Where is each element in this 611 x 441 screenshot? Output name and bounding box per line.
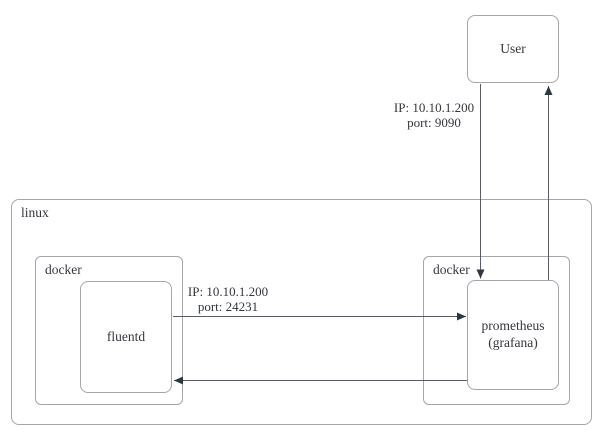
node-fluentd-label: fluentd <box>106 328 146 344</box>
edge-label-user-prometheus-line2: port: 9090 <box>407 115 461 131</box>
edge-label-fluentd-prometheus-line1: IP: 10.10.1.200 <box>187 284 269 299</box>
node-user-label: User <box>500 40 526 56</box>
edge-label-fluentd-prometheus: IP: 10.10.1.200 port: 24231 <box>188 284 268 315</box>
node-prometheus-label-line1: prometheus <box>481 318 545 334</box>
edge-label-user-prometheus: IP: 10.10.1.200 port: 9090 <box>394 100 474 131</box>
node-docker-right-label: docker <box>433 262 470 277</box>
node-linux-label: linux <box>21 205 49 220</box>
node-user: User <box>467 15 559 83</box>
edge-label-user-prometheus-line1: IP: 10.10.1.200 <box>393 100 475 115</box>
node-fluentd: fluentd <box>80 281 172 393</box>
edge-label-fluentd-prometheus-line2: port: 24231 <box>197 299 259 315</box>
node-prometheus-label-line2: (grafana) <box>488 335 538 350</box>
node-prometheus: prometheus (grafana) <box>467 280 559 390</box>
node-docker-left-label: docker <box>45 262 82 277</box>
